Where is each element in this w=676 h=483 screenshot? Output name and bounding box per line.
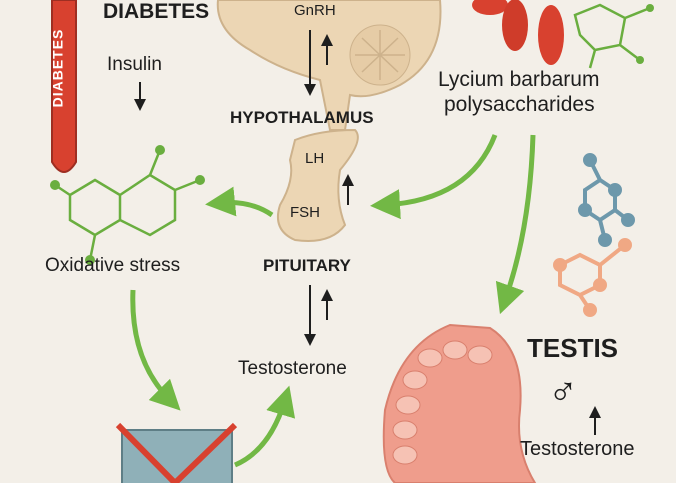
male-symbol-icon: ♂ (548, 370, 578, 414)
damaged-leydig-cells-icon (115, 422, 238, 483)
insulin-label: Insulin (107, 54, 162, 75)
lbp-label-line2: polysaccharides (444, 93, 595, 116)
pituitary-gland-icon (276, 128, 359, 242)
testosterone-center-label: Testosterone (238, 358, 347, 379)
blue-molecule-icon (578, 153, 635, 247)
oxidative-stress-label: Oxidative stress (45, 255, 181, 276)
blood-tube-icon (51, 0, 77, 173)
green-molecule-icon (50, 3, 654, 265)
testosterone-testis-label: Testosterone (520, 438, 635, 460)
pituitary-label: PITUITARY (263, 256, 351, 275)
black-arrows (134, 30, 601, 435)
green-arrows (130, 134, 536, 468)
fsh-label: FSH (290, 204, 320, 221)
brain-icon (216, 0, 442, 131)
testis-icon (382, 323, 537, 483)
testis-label: TESTIS (527, 333, 619, 363)
gnrh-label: GnRH (294, 2, 336, 19)
diabetes-tube-label: DIABETES (49, 28, 66, 108)
goji-berries-icon (472, 0, 564, 65)
lh-label: LH (305, 150, 325, 167)
orange-molecule-icon (553, 238, 632, 317)
lbp-label-line1: Lycium barbarum (438, 68, 600, 91)
diabetes-title: DIABETES (103, 0, 210, 23)
hypothalamus-label: HYPOTHALAMUS (230, 108, 374, 127)
